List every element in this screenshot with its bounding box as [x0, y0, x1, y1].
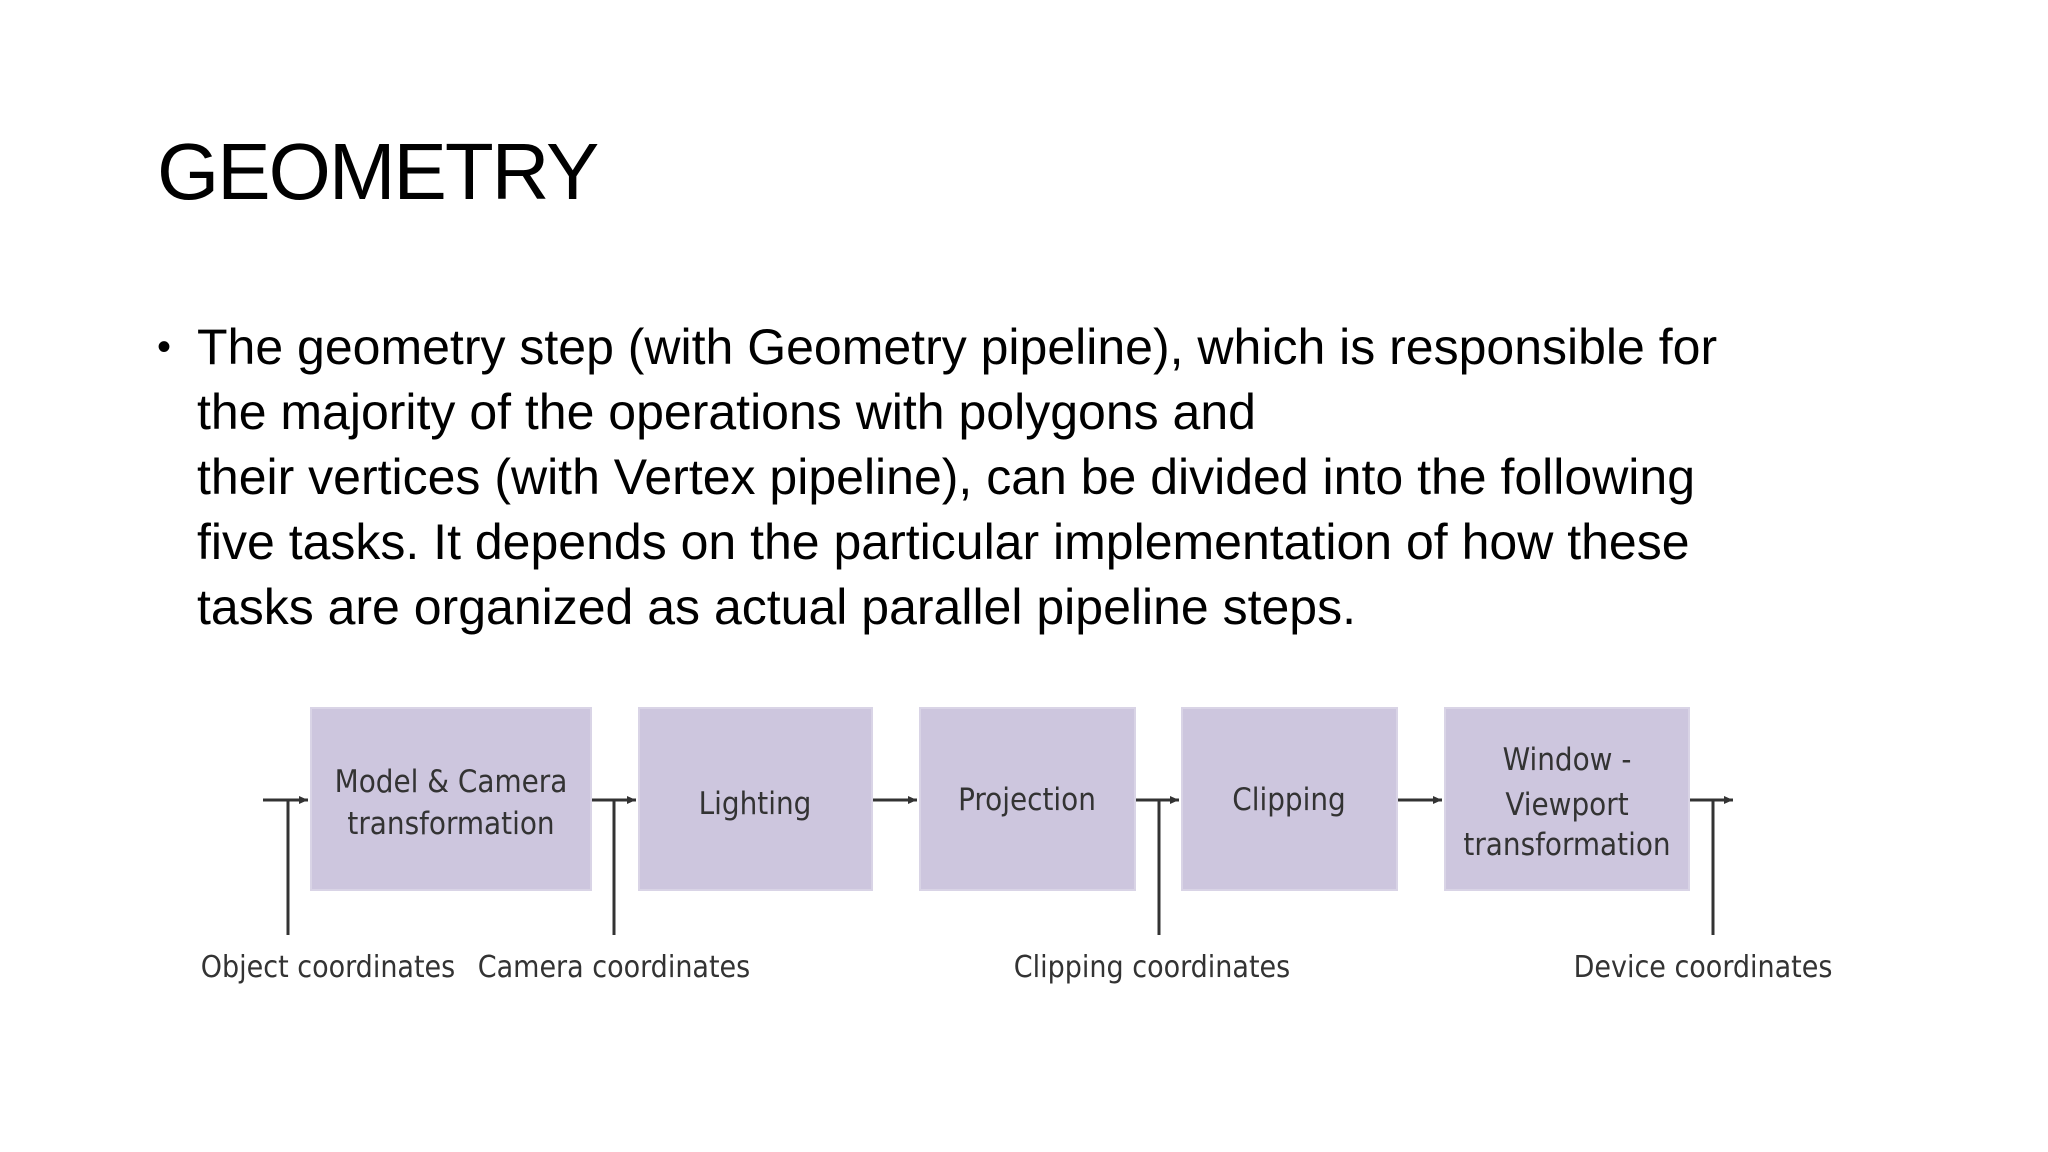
bullet-line-5: tasks are organized as actual parallel p… — [197, 579, 1357, 635]
stage-label-line: Viewport — [1505, 787, 1628, 823]
stage-lighting: Lighting — [638, 707, 873, 891]
coord-label-device: Device coordinates — [1574, 950, 1833, 985]
stage-label-line: Model & Camera — [335, 764, 568, 800]
stage-model-camera-transformation: Model & Camera transformation — [310, 707, 592, 891]
bullet-line-1: The geometry step (with Geometry pipelin… — [197, 319, 1718, 375]
bullet-list: • The geometry step (with Geometry pipel… — [157, 315, 2048, 640]
slide-title: GEOMETRY — [157, 127, 599, 216]
bullet-dot-icon: • — [157, 325, 172, 369]
coord-label-camera: Camera coordinates — [478, 950, 750, 985]
stage-label-line: Window - — [1503, 742, 1632, 778]
stage-window-viewport-transformation: Window - Viewport transformation — [1444, 707, 1690, 891]
stage-label-line: transformation — [1463, 827, 1670, 863]
stage-label-line: Clipping — [1232, 782, 1346, 818]
bullet-line-3: their vertices (with Vertex pipeline), c… — [197, 449, 1696, 505]
coord-label-object: Object coordinates — [201, 950, 455, 985]
coord-label-clipping: Clipping coordinates — [1014, 950, 1290, 985]
stage-label-line: transformation — [347, 806, 554, 842]
stage-clipping: Clipping — [1181, 707, 1398, 891]
bullet-item: • The geometry step (with Geometry pipel… — [157, 315, 2048, 640]
stage-label-line: Projection — [958, 782, 1096, 818]
stage-projection: Projection — [919, 707, 1136, 891]
bullet-line-2: the majority of the operations with poly… — [197, 384, 1256, 440]
stage-label-line: Lighting — [699, 786, 812, 822]
bullet-line-4: five tasks. It depends on the particular… — [197, 514, 1690, 570]
